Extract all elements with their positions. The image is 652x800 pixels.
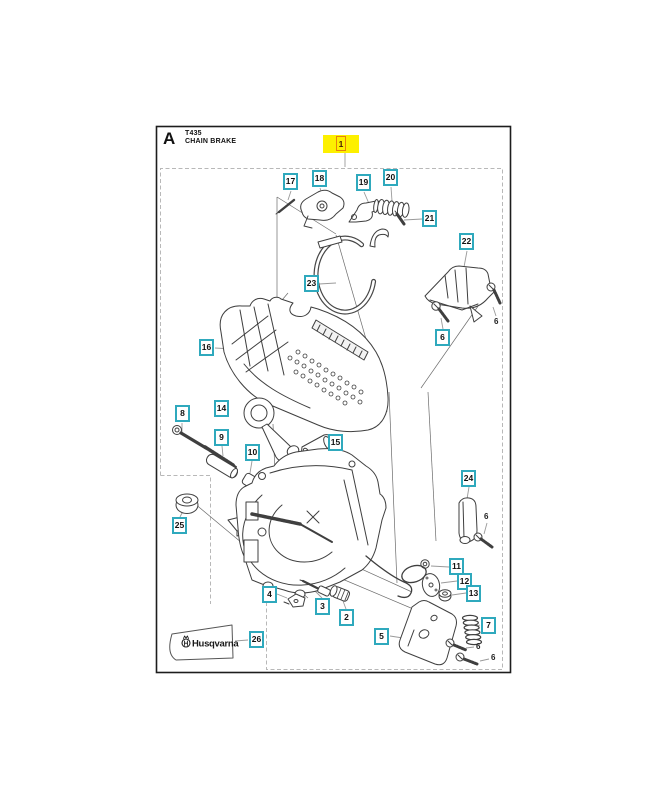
part-20-spring-drawing [373, 199, 410, 218]
callout-26[interactable]: 26 [249, 631, 264, 648]
part-3-pin-drawing [299, 579, 331, 597]
callout-2[interactable]: 2 [339, 609, 354, 626]
callout-20[interactable]: 20 [383, 169, 398, 186]
callout-3[interactable]: 3 [315, 598, 330, 615]
callout-11[interactable]: 11 [449, 558, 464, 575]
callout-22[interactable]: 22 [459, 233, 474, 250]
label-6-b: 6 [484, 512, 489, 521]
part-4-bracket-drawing [283, 593, 306, 608]
callout-16[interactable]: 16 [199, 339, 214, 356]
part-17-pin-drawing [275, 198, 296, 215]
part-2-cylinder-drawing [329, 585, 351, 602]
callout-25[interactable]: 25 [172, 517, 187, 534]
callout-24[interactable]: 24 [461, 470, 476, 487]
callout-18[interactable]: 18 [312, 170, 327, 187]
label-6-a: 6 [494, 317, 499, 326]
callout-1[interactable]: 1 [336, 136, 346, 151]
section-letter: A [163, 129, 176, 148]
part-8-bolt-drawing [172, 425, 237, 468]
husqvarna-logo-text: Husqvarna [192, 639, 239, 650]
part-18-lever-drawing [300, 189, 345, 229]
part-6-screw-e-drawing [455, 652, 479, 666]
label-6-c: 6 [476, 642, 481, 651]
part-7-spring-drawing [461, 614, 483, 646]
part-25-nut-drawing [175, 493, 199, 514]
part-9-sleeve-drawing [205, 453, 239, 479]
callout-15[interactable]: 15 [328, 434, 343, 451]
part-6-screw-c-drawing [473, 532, 494, 549]
callout-4[interactable]: 4 [262, 586, 277, 603]
part-6-screw-b-drawing [486, 282, 502, 305]
callout-19[interactable]: 19 [356, 174, 371, 191]
callout-13[interactable]: 13 [466, 585, 481, 602]
callout-21[interactable]: 21 [422, 210, 437, 227]
callout-17[interactable]: 17 [283, 173, 298, 190]
part-21-pin-drawing [394, 210, 406, 226]
callout-6[interactable]: 6 [435, 329, 450, 346]
callout-8[interactable]: 8 [175, 405, 190, 422]
dashed-region-border [160, 168, 503, 670]
part-26-decal-drawing: Husqvarna [169, 624, 240, 661]
model-number: T435 [185, 130, 202, 137]
section-title: CHAIN BRAKE [185, 138, 237, 145]
part-12-disc-drawing [421, 573, 441, 597]
callout-9[interactable]: 9 [214, 429, 229, 446]
callout-10[interactable]: 10 [245, 444, 260, 461]
part-14-lever-drawing [243, 397, 300, 462]
husqvarna-crown-icon [181, 635, 191, 648]
part-crankcase-housing-drawing [227, 448, 387, 599]
part-6-screw-d-drawing [445, 638, 468, 652]
callout-14[interactable]: 14 [214, 400, 229, 417]
part-13-nut-drawing [438, 589, 452, 602]
callout-1-highlight: 1 [323, 135, 359, 153]
part-11-clip-drawing [365, 555, 430, 599]
callout-5[interactable]: 5 [374, 628, 389, 645]
part-6-screw-a-drawing [431, 301, 450, 323]
part-24-cover-drawing [458, 497, 478, 544]
label-6-d: 6 [491, 653, 496, 662]
part-5-guide-plate-drawing [398, 600, 457, 666]
callout-7[interactable]: 7 [481, 617, 496, 634]
callout-23[interactable]: 23 [304, 275, 319, 292]
